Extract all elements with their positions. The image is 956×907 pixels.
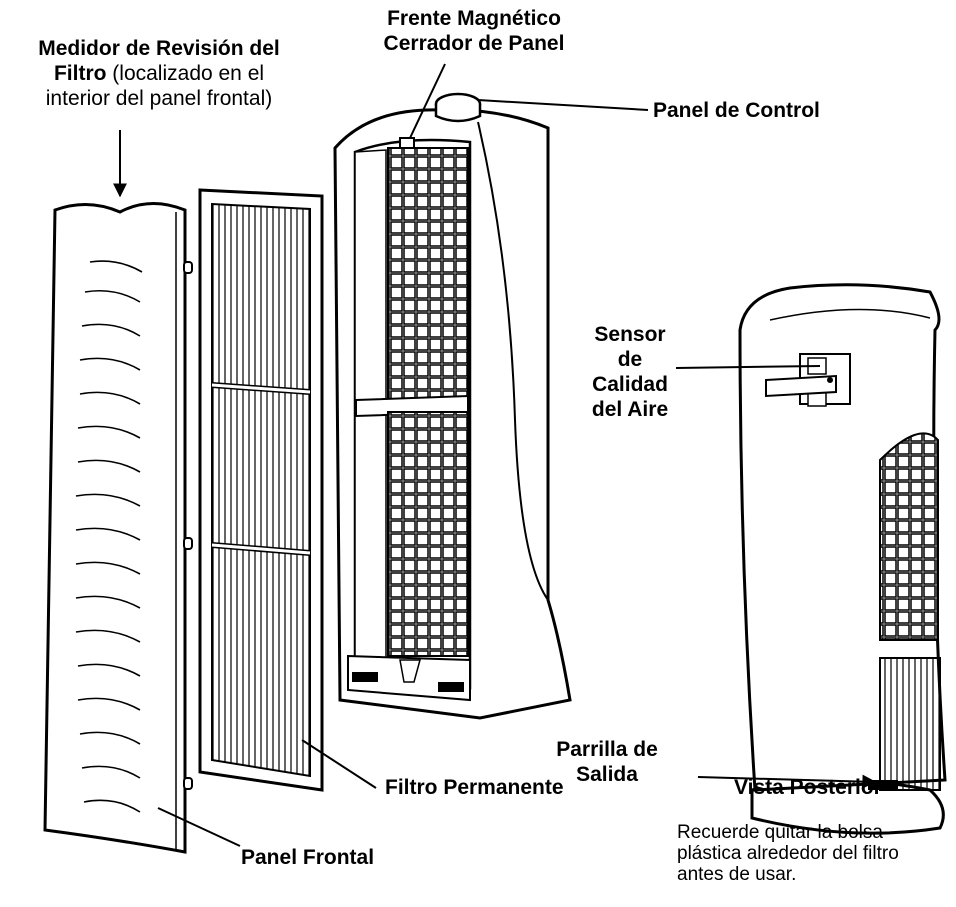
magnetic-closer-line: [409, 63, 446, 139]
reminder-line-1: Recuerde quitar la bolsa: [677, 822, 883, 843]
filter-gauge-location: (localizado en el: [106, 62, 265, 85]
rear-view-unit: [738, 283, 947, 835]
front-panel-line: [157, 807, 241, 847]
rear-view-label: Vista Posterior: [734, 776, 882, 799]
air-sensor-line: [675, 365, 821, 369]
magnetic-closer-label: Frente Magnético Cerrador de Panel: [358, 6, 590, 56]
filter-gauge-label: Medidor de Revisión del Filtro (localiza…: [0, 36, 318, 111]
magnetic-closer-line-2: Cerrador de Panel: [383, 32, 565, 55]
filter-gauge-title-2: Filtro: [53, 62, 107, 85]
outlet-grille-line-1: Parrilla de: [556, 738, 658, 761]
leader-lines: [113, 63, 877, 847]
permanent-filter-label: Filtro Permanente: [385, 776, 564, 799]
air-quality-sensor-label: Sensor de Calidad del Aire: [580, 322, 680, 422]
filter-gauge-location-2: interior del panel frontal): [45, 87, 273, 110]
air-sensor-line-4: del Aire: [591, 398, 669, 421]
front-panel-label: Panel Frontal: [241, 846, 375, 869]
air-sensor-line-1: Sensor: [594, 323, 666, 346]
air-sensor-line-2: de: [617, 348, 643, 371]
outlet-grille-line-2: Salida: [576, 763, 638, 786]
outlet-grille-arrow: [697, 774, 877, 789]
control-panel-line: [477, 99, 649, 111]
control-panel-label: Panel de Control: [653, 99, 820, 122]
filter-gauge-title: Medidor de Revisión del: [38, 37, 280, 60]
air-sensor-line-3: Calidad: [592, 373, 668, 396]
front-panel: [43, 201, 193, 854]
outlet-grille-label: Parrilla de Salida: [532, 737, 682, 787]
magnetic-closer-line-1: Frente Magnético: [387, 7, 561, 30]
reminder-line-2: plástica alrededor del filtro: [677, 843, 899, 864]
permanent-filter: [198, 188, 324, 792]
permanent-filter-line: [301, 739, 377, 789]
reminder-line-3: antes de usar.: [677, 864, 797, 885]
plastic-bag-reminder: Recuerde quitar la bolsa plástica alrede…: [677, 822, 952, 885]
main-unit: [333, 92, 572, 720]
